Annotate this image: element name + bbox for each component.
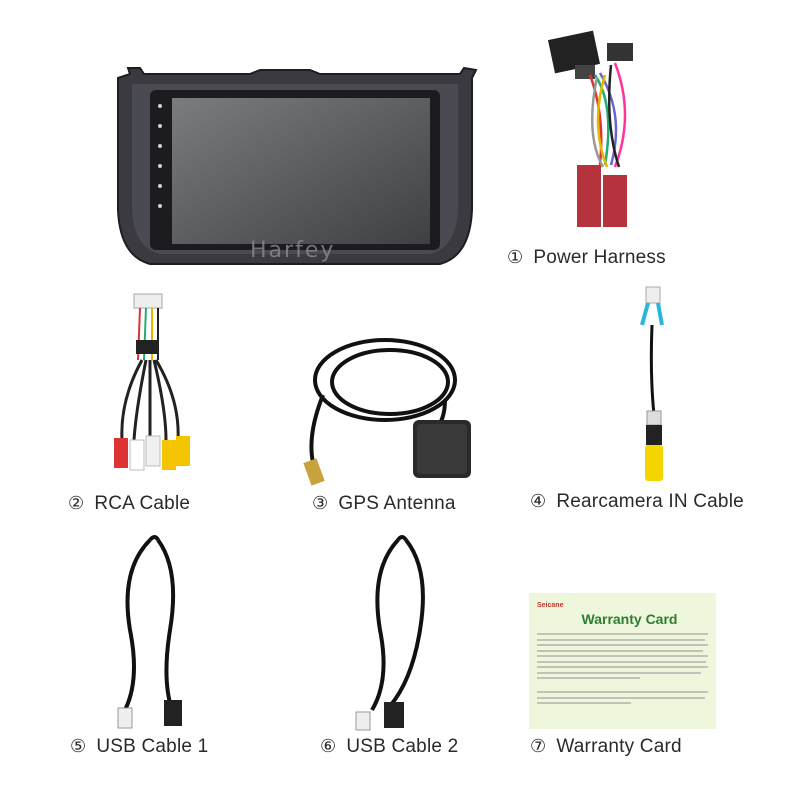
- caption-gps-antenna: ③ GPS Antenna: [312, 493, 456, 515]
- warranty-card-text-block: [537, 633, 708, 704]
- item-label: RCA Cable: [94, 493, 191, 514]
- item-label: Warranty Card: [556, 736, 682, 757]
- item-label: Rearcamera IN Cable: [556, 491, 744, 512]
- item-number: ①: [507, 247, 524, 268]
- item-number: ⑥: [320, 736, 337, 757]
- item-label: USB Cable 1: [96, 736, 209, 757]
- item-number: ②: [68, 493, 85, 514]
- gps-antenna-image: [303, 338, 471, 486]
- caption-usb-cable-2: ⑥ USB Cable 2: [320, 736, 458, 758]
- warranty-card-image: Seicane Warranty Card: [529, 593, 716, 729]
- caption-rearcamera-cable: ④ Rearcamera IN Cable: [530, 491, 744, 513]
- rca-cable-image: [114, 293, 190, 471]
- head-unit-image: [117, 66, 478, 265]
- usb-cable-2-image: [355, 535, 425, 731]
- caption-usb-cable-1: ⑤ USB Cable 1: [70, 736, 208, 758]
- caption-warranty-card: ⑦ Warranty Card: [530, 736, 682, 758]
- power-harness-image: [547, 30, 633, 227]
- caption-power-harness: ① Power Harness: [507, 247, 666, 269]
- item-number: ⑤: [70, 736, 87, 757]
- item-label: Power Harness: [533, 247, 666, 268]
- rearcamera-cable-image: [640, 286, 664, 481]
- usb-cable-1-image: [117, 535, 182, 729]
- item-label: GPS Antenna: [338, 493, 456, 514]
- warranty-card-brand: Seicane: [537, 602, 564, 609]
- item-number: ⑦: [530, 736, 547, 757]
- item-label: USB Cable 2: [346, 736, 459, 757]
- head-unit-watermark: Harfey: [250, 238, 336, 263]
- item-number: ④: [530, 491, 547, 512]
- item-number: ③: [312, 493, 329, 514]
- caption-rca-cable: ② RCA Cable: [68, 493, 190, 515]
- warranty-card-title: Warranty Card: [581, 611, 678, 627]
